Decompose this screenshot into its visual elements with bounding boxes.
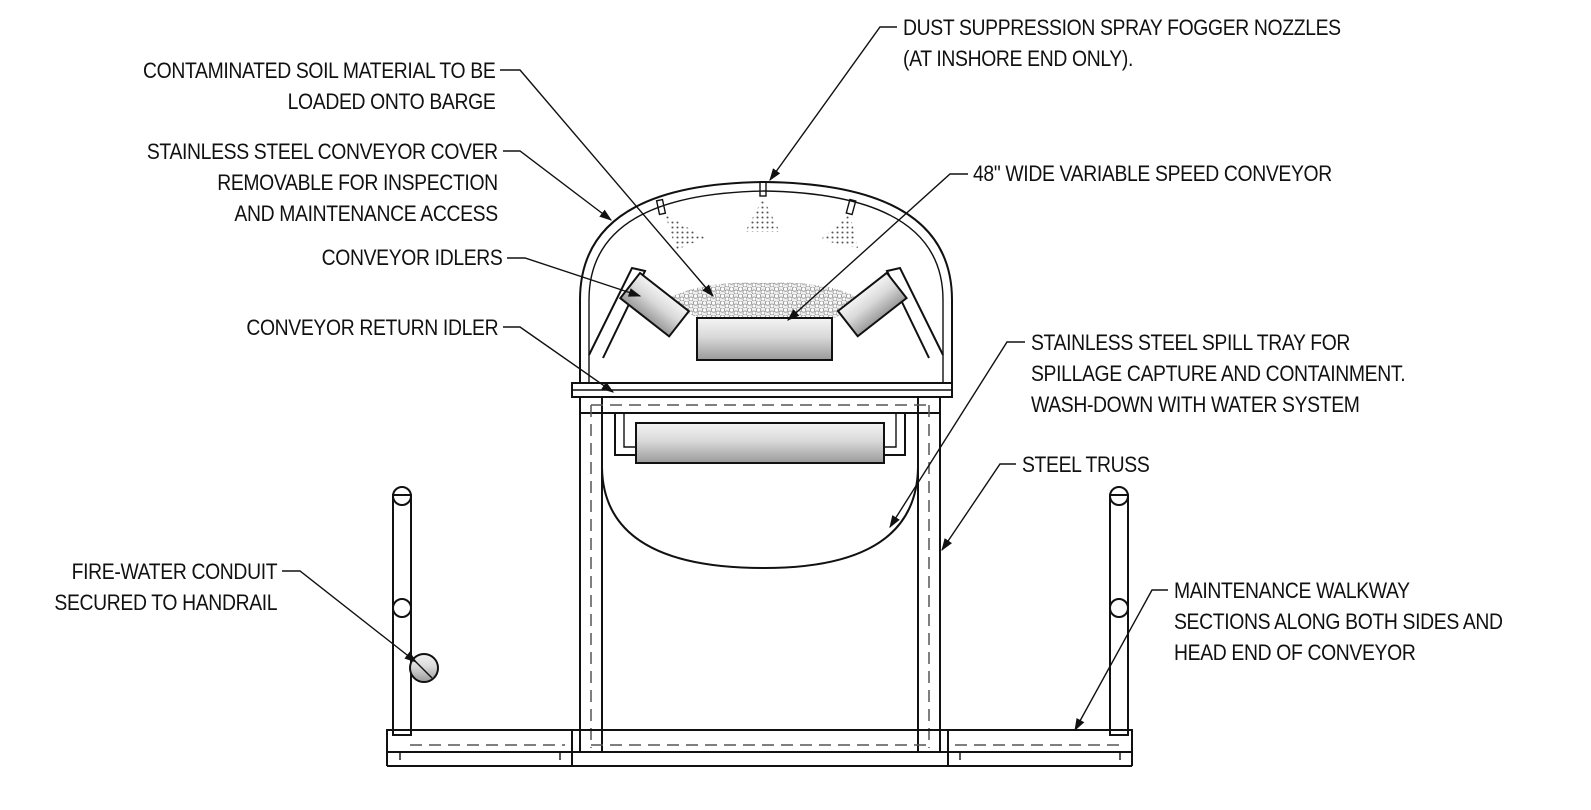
label-fire-water-conduit: FIRE-WATER CONDUIT SECURED TO HANDRAIL (54, 559, 277, 615)
label-return-idler: CONVEYOR RETURN IDLER (246, 315, 498, 340)
label-spill-tray: STAINLESS STEEL SPILL TRAY FOR SPILLAGE … (1031, 330, 1406, 417)
spray-fogger-nozzles (655, 181, 858, 250)
label-steel-truss: STEEL TRUSS (1022, 452, 1150, 477)
spill-tray (601, 467, 919, 570)
idler-frames (588, 266, 944, 359)
fire-water-conduit (409, 653, 439, 683)
base-and-walkway (386, 729, 1133, 767)
label-contaminated-soil: CONTAMINATED SOIL MATERIAL TO BE LOADED … (142, 58, 496, 114)
left-handrail (392, 486, 412, 736)
label-conveyor-idlers: CONVEYOR IDLERS (321, 245, 502, 270)
conveyor-deck (571, 382, 953, 398)
return-idler (614, 413, 906, 464)
label-48-conveyor: 48" WIDE VARIABLE SPEED CONVEYOR (973, 161, 1332, 186)
label-conveyor-cover: STAINLESS STEEL CONVEYOR COVER REMOVABLE… (147, 139, 499, 226)
leader-lines (282, 26, 1168, 732)
soil-material (665, 282, 862, 318)
right-handrail (1109, 486, 1129, 736)
label-spray-nozzles: DUST SUPPRESSION SPRAY FOGGER NOZZLES (A… (903, 15, 1341, 71)
label-maintenance-walkway: MAINTENANCE WALKWAY SECTIONS ALONG BOTH … (1174, 578, 1503, 665)
